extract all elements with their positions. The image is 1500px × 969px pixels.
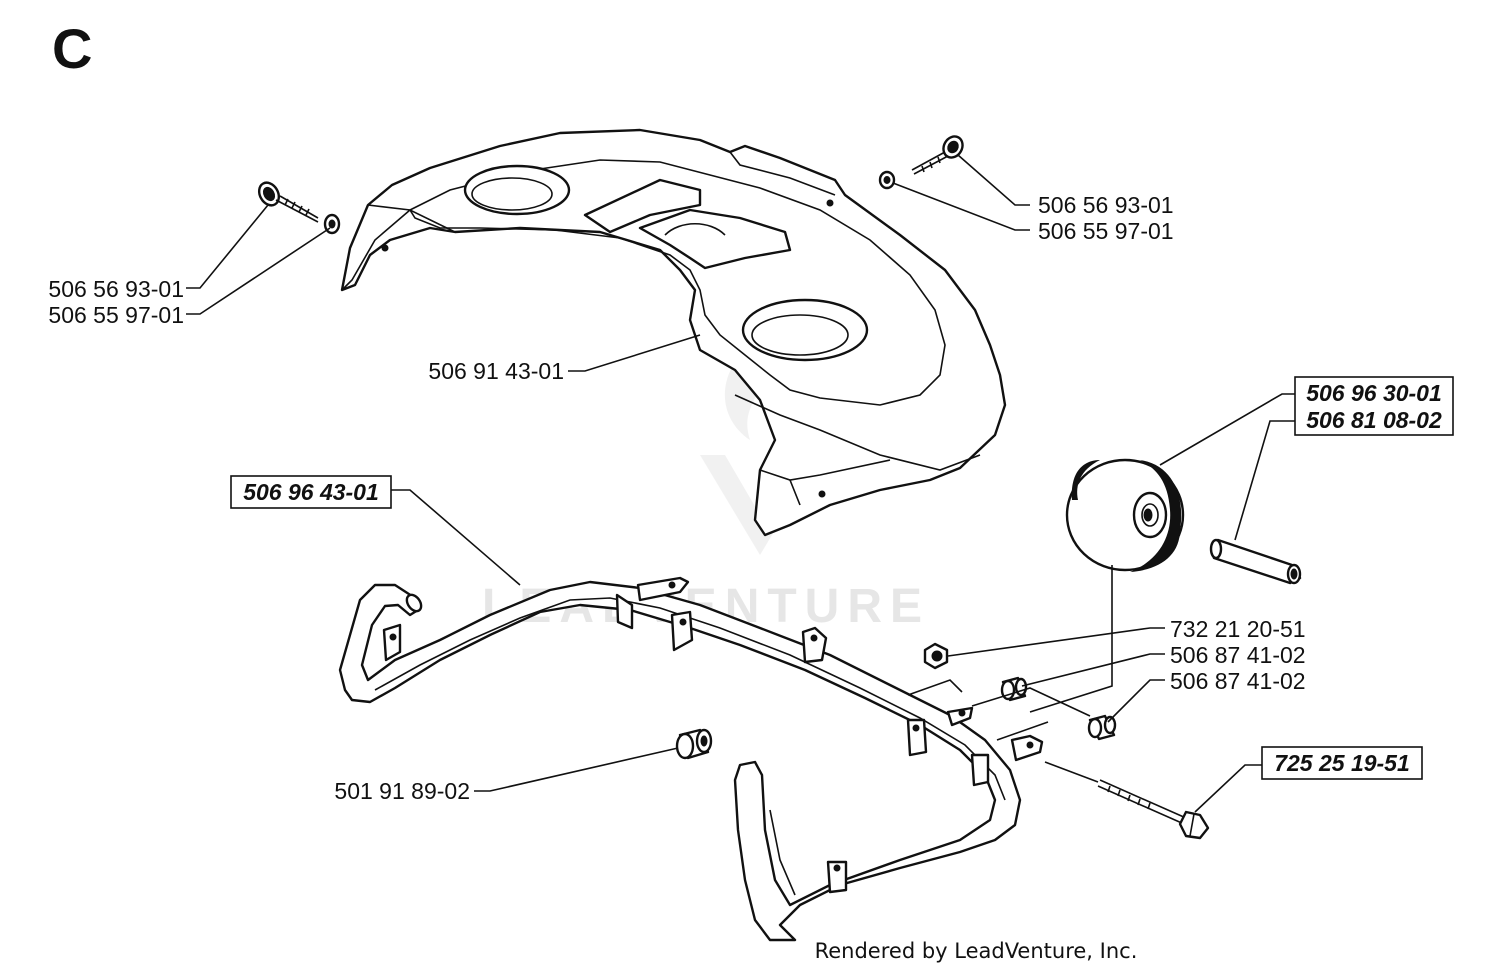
label-bushing: 501 91 89-02 xyxy=(334,778,470,804)
nut-part xyxy=(923,642,949,670)
bumper-part xyxy=(338,576,1044,942)
boxed-label-wheel: 506 96 30-01 506 81 08-02 xyxy=(1294,376,1454,436)
spacer-b-part xyxy=(1087,714,1117,741)
bushing-part xyxy=(675,728,713,760)
section-letter: C xyxy=(52,17,92,80)
label-washer-right: 506 55 97-01 xyxy=(1038,218,1174,244)
axle-part xyxy=(1209,538,1302,585)
leader-lines xyxy=(186,154,1295,813)
label-nut: 732 21 20-51 xyxy=(1170,616,1306,642)
assembly-lines xyxy=(907,565,1113,783)
label-wheel-b: 506 81 08-02 xyxy=(1306,407,1442,433)
boxed-label-bumper: 506 96 43-01 xyxy=(230,475,392,509)
screw-right-part xyxy=(911,135,964,175)
wheel-part xyxy=(1065,458,1185,572)
part-labels: 506 56 93-01 506 55 97-01 506 56 93-01 5… xyxy=(48,192,1305,804)
cover-part xyxy=(340,128,1007,537)
label-screw-right: 506 56 93-01 xyxy=(1038,192,1174,218)
label-spacer-a: 506 87 41-02 xyxy=(1170,642,1306,668)
label-spacer-b: 506 87 41-02 xyxy=(1170,668,1306,694)
label-screw-left: 506 56 93-01 xyxy=(48,276,184,302)
label-washer-left: 506 55 97-01 xyxy=(48,302,184,328)
boxed-label-bolt: 725 25 19-51 xyxy=(1261,746,1423,780)
bolt-part xyxy=(1097,779,1210,840)
label-cover: 506 91 43-01 xyxy=(428,358,564,384)
footer-credit: Rendered by LeadVenture, Inc. xyxy=(815,939,1138,963)
label-wheel-a: 506 96 30-01 xyxy=(1306,380,1442,406)
spacer-a-part xyxy=(1000,676,1028,702)
washer-right-part xyxy=(878,170,896,190)
label-bumper: 506 96 43-01 xyxy=(243,479,379,505)
label-bolt: 725 25 19-51 xyxy=(1274,750,1410,776)
screw-left-part xyxy=(257,181,319,223)
